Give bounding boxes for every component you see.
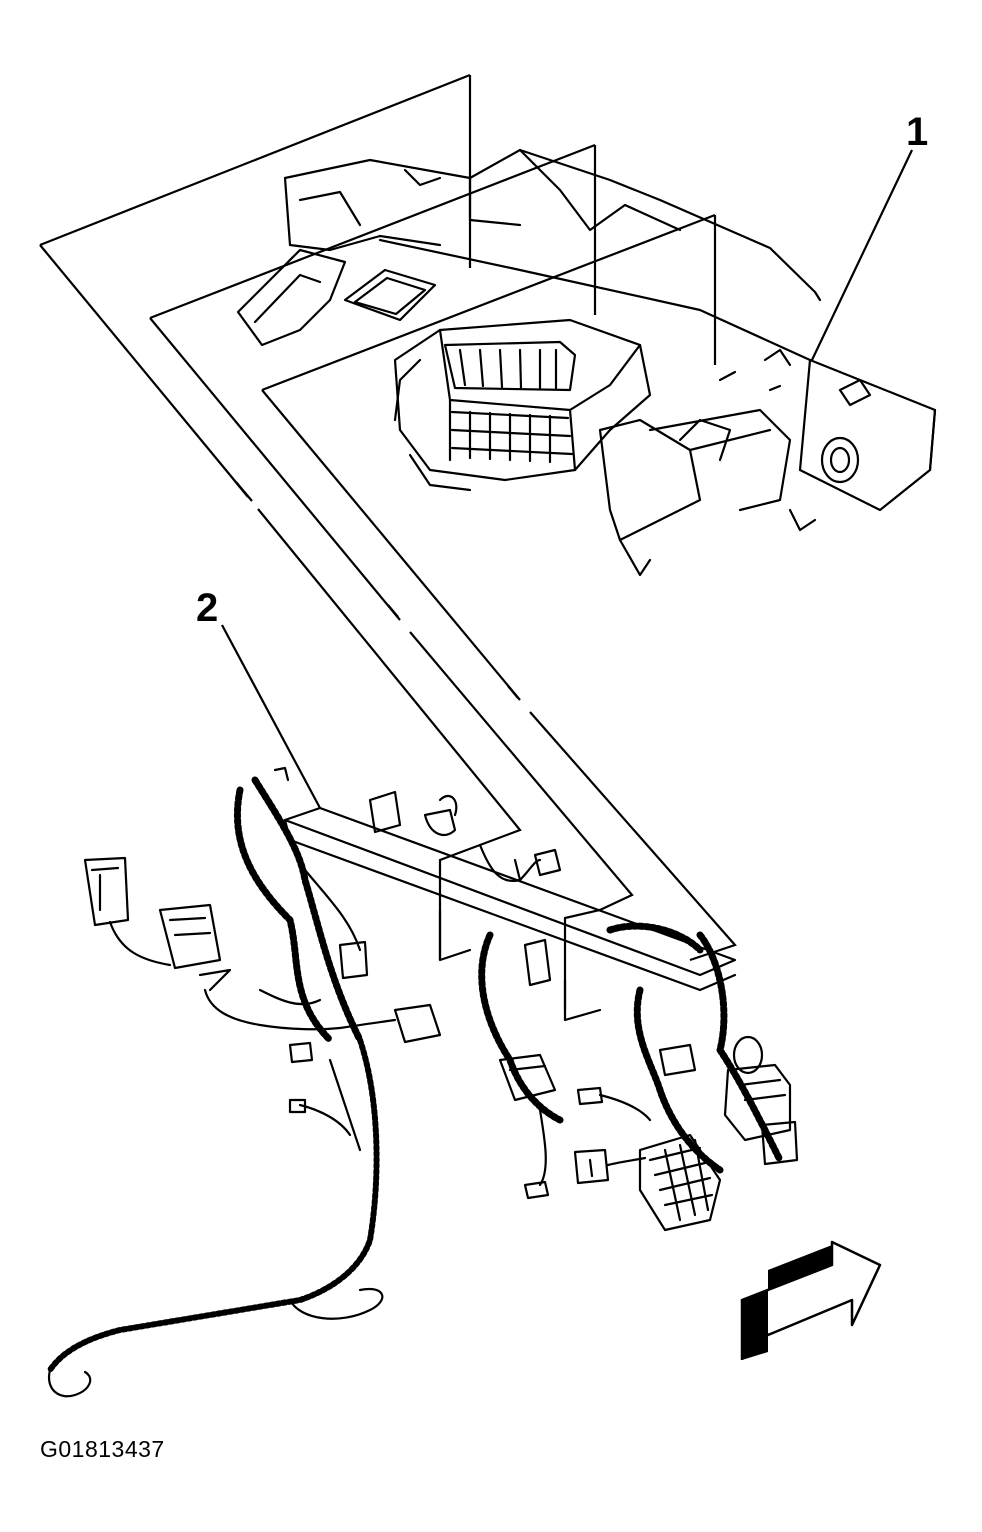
wiring-harness-assembly (47, 766, 799, 1398)
callout-2-label: 2 (196, 586, 219, 630)
callout-1-label: 1 (906, 110, 929, 154)
figure-id-label: G01813437 (40, 1436, 165, 1462)
alignment-lines (39, 73, 737, 1010)
front-arrow-icon (740, 1240, 882, 1360)
callout-1-leader (811, 149, 913, 361)
callout-2-leader (221, 624, 321, 809)
instrument-panel-carrier-assembly (236, 148, 937, 577)
